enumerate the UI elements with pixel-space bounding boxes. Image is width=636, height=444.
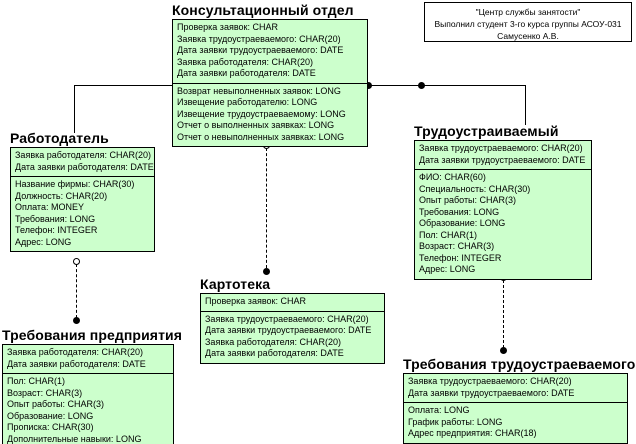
entity-consult-body: Проверка заявок: CHAR Заявка трудоустрае… (172, 19, 371, 150)
attribute: Опыт работы: CHAR(3) (7, 399, 105, 409)
entity-employer-attr-section: Название фирмы: CHAR(30) Должность: CHAR… (11, 176, 154, 251)
attribute: Дата заявки работодателя: DATE (177, 68, 316, 78)
entity-cardindex-body: Проверка заявок: CHAR Заявка трудоустрае… (200, 293, 388, 366)
entity-company-requirements-attr-section: Пол: CHAR(1) Возраст: CHAR(3) Опыт работ… (3, 373, 173, 444)
attribute: Заявка трудоустраеваемого: CHAR(20) (408, 376, 572, 386)
connector-consult-employer-vertical (74, 85, 75, 133)
entity-cardindex-attr-section: Заявка трудоустраеваемого: CHAR(20) Дата… (201, 310, 384, 363)
entity-employer-key-section: Заявка работодателя: CHAR(20) Дата заявк… (11, 148, 154, 176)
attribute: ФИО: CHAR(60) (419, 172, 486, 182)
attribute: Отчет о выполненных заявках: LONG (177, 120, 335, 130)
entity-consult[interactable]: Консультационный отдел Проверка заявок: … (172, 2, 371, 150)
attribute: Пол: CHAR(1) (7, 376, 66, 386)
attribute: Отчет о невыполненных заявках: LONG (177, 131, 345, 142)
attribute: Прописка: CHAR(30) (7, 422, 94, 432)
attribute: Опыт работы: CHAR(3) (419, 195, 517, 205)
connector-employer-companyreq-dashed (76, 264, 77, 318)
connector-consult-cardindex-dashed (266, 148, 267, 268)
attribute: Дата заявки трудоустраеваемого: DATE (419, 154, 586, 165)
attribute: Извещение работодателю: LONG (177, 97, 318, 107)
attribute: Заявка работодателя: CHAR(20) (7, 347, 143, 357)
connector-dot-seekerreq-top (500, 347, 507, 354)
entity-employer[interactable]: Работодатель Заявка работодателя: CHAR(2… (10, 130, 158, 255)
attribute: Должность: CHAR(20) (15, 190, 108, 201)
entity-seeker-requirements[interactable]: Требования трудоустраеваемого Заявка тру… (403, 356, 636, 444)
attribute: Название фирмы: CHAR(30) (15, 179, 135, 189)
attribute: Дата заявки работодателя: DATE (15, 161, 154, 172)
attribute: Заявка работодателя: CHAR(20) (177, 56, 313, 67)
title-line-3: Самусенко А.В. (497, 31, 559, 41)
attribute: Возраст: CHAR(3) (7, 387, 83, 398)
attribute: Дата заявки работодателя: DATE (205, 348, 344, 358)
attribute: Телефон: INTEGER (15, 225, 98, 235)
connector-jobseeker-seekerreq-dashed (503, 280, 504, 348)
attribute: График работы: LONG (408, 416, 503, 427)
attribute: Дата заявки трудоустраеваемого: DATE (205, 325, 372, 335)
entity-company-requirements-body: Заявка работодателя: CHAR(20) Дата заявк… (2, 344, 177, 444)
entity-jobseeker[interactable]: Трудоустраиваемый Заявка трудоустраеваем… (414, 123, 595, 282)
entity-seeker-requirements-attr-section: Оплата: LONG График работы: LONG Адрес п… (404, 402, 627, 443)
attribute: Оплата: MONEY (15, 202, 84, 212)
attribute: Требования: LONG (15, 213, 96, 224)
attribute: Пол: CHAR(1) (419, 229, 478, 240)
attribute: Извещение трудоустраеваемому: LONG (177, 108, 346, 119)
attribute: Заявка работодателя: CHAR(20) (15, 150, 151, 160)
connector-consult-jobseeker-vertical (525, 85, 526, 125)
entity-seeker-requirements-body: Заявка трудоустраеваемого: CHAR(20) Дата… (403, 373, 631, 444)
connector-dot-consult-right (365, 82, 372, 89)
entity-employer-body: Заявка работодателя: CHAR(20) Дата заявк… (10, 147, 158, 255)
attribute: Адрес предприятия: CHAR(18) (408, 428, 537, 438)
attribute: Дата заявки трудоустраеваемого: DATE (408, 387, 575, 398)
attribute: Дата заявки трудоустраеваемого: DATE (177, 45, 344, 55)
entity-consult-title: Консультационный отдел (172, 2, 354, 18)
connector-dot-cardindex-top (263, 268, 270, 275)
entity-consult-key-section: Проверка заявок: CHAR Заявка трудоустрае… (173, 20, 367, 83)
entity-cardindex-title: Картотека (200, 276, 271, 292)
attribute: Требования: LONG (419, 206, 500, 217)
entity-jobseeker-body: Заявка трудоустраеваемого: CHAR(20) Дата… (414, 140, 595, 282)
attribute: Образование: LONG (419, 218, 506, 228)
attribute: Возврат невыполненных заявок: LONG (177, 85, 341, 96)
entity-company-requirements-title: Требования предприятия (2, 327, 182, 343)
title-legend-block: "Центр службы занятости" Выполнил студен… (424, 2, 632, 42)
attribute: Возраст: CHAR(3) (419, 241, 495, 251)
entity-seeker-requirements-key-section: Заявка трудоустраеваемого: CHAR(20) Дата… (404, 374, 627, 402)
attribute: Проверка заявок: CHAR (177, 22, 278, 32)
entity-consult-attr-section: Возврат невыполненных заявок: LONG Извещ… (173, 82, 367, 147)
attribute: Дата заявки работодателя: DATE (7, 358, 146, 369)
attribute: Телефон: INTEGER (419, 252, 502, 263)
attribute: Специальность: CHAR(30) (419, 183, 531, 194)
entity-cardindex[interactable]: Картотека Проверка заявок: CHAR Заявка т… (200, 276, 388, 366)
attribute: Заявка трудоустраеваемого: CHAR(20) (177, 33, 341, 44)
entity-jobseeker-attr-section: ФИО: CHAR(60) Специальность: CHAR(30) Оп… (415, 169, 591, 279)
title-line-1: "Центр службы занятости" (475, 7, 581, 17)
attribute: Оплата: LONG (408, 405, 470, 415)
entity-company-requirements[interactable]: Требования предприятия Заявка работодате… (2, 327, 182, 444)
attribute: Заявка трудоустраеваемого: CHAR(20) (205, 313, 369, 324)
attribute: Образование: LONG (7, 410, 94, 421)
entity-employer-title: Работодатель (10, 130, 109, 146)
entity-jobseeker-title: Трудоустраиваемый (414, 123, 559, 139)
attribute: Адрес: LONG (15, 236, 72, 247)
connector-consult-jobseeker-horizontal (371, 85, 526, 86)
connector-dot-companyreq-top (73, 317, 80, 324)
attribute: Дополнительные навыки: LONG (7, 433, 142, 444)
attribute: Заявка работодателя: CHAR(20) (205, 336, 341, 347)
entity-jobseeker-key-section: Заявка трудоустраеваемого: CHAR(20) Дата… (415, 141, 591, 169)
attribute: Заявка трудоустраеваемого: CHAR(20) (419, 143, 583, 153)
entity-company-requirements-key-section: Заявка работодателя: CHAR(20) Дата заявк… (3, 345, 173, 373)
attribute: Адрес: LONG (419, 264, 476, 274)
entity-cardindex-key-section: Проверка заявок: CHAR (201, 294, 384, 311)
attribute: Проверка заявок: CHAR (205, 296, 306, 306)
entity-seeker-requirements-title: Требования трудоустраеваемого (403, 356, 636, 372)
title-line-2: Выполнил студент 3-го курса группы АСОУ-… (434, 19, 622, 29)
